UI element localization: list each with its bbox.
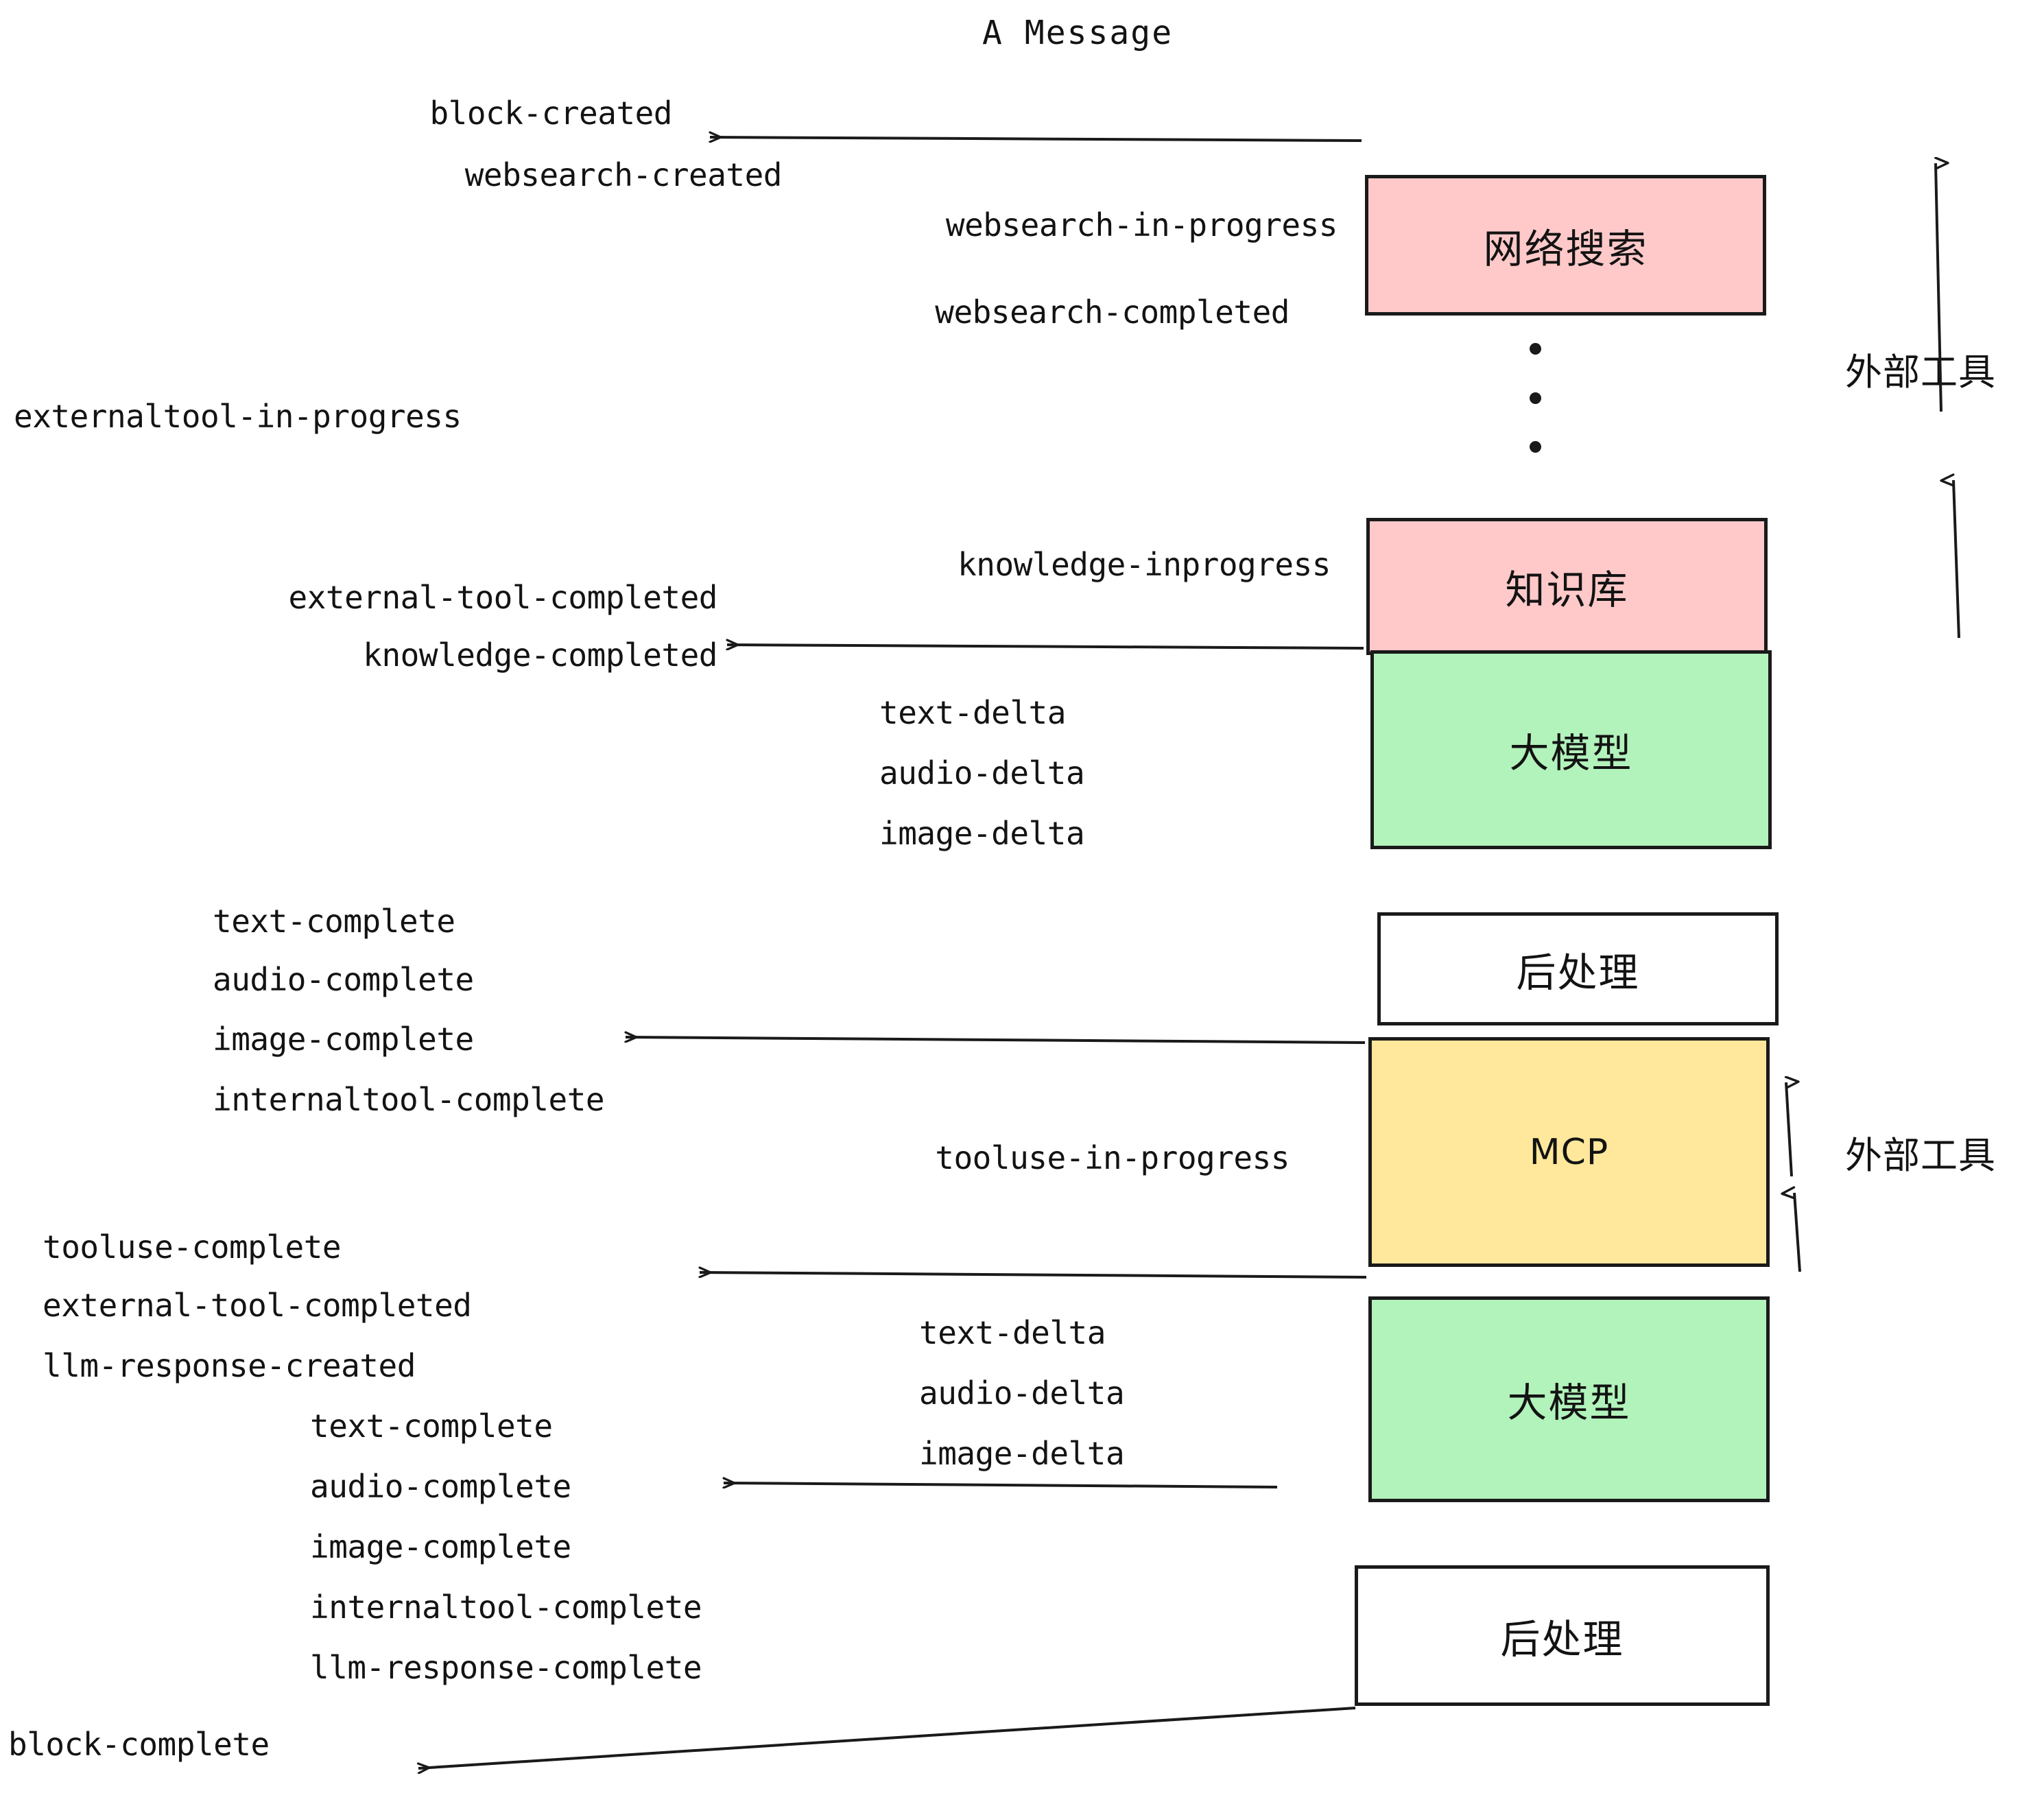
event-label-external-tool-completed-1: external-tool-completed	[288, 579, 718, 616]
event-label-audio-complete-1: audio-complete	[213, 961, 474, 998]
event-label-tooluse-complete: tooluse-complete	[43, 1229, 342, 1266]
arrow-external-tools-top-down	[1953, 480, 1960, 639]
event-label-audio-delta-2: audio-delta	[919, 1375, 1125, 1412]
node-knowledge[interactable]: 知识库	[1366, 518, 1768, 655]
event-label-image-delta-1: image-delta	[879, 815, 1085, 852]
arrow-knowledge-to-knowledge-completed	[727, 645, 1364, 648]
arrow-postprocess-2-to-block-complete	[418, 1707, 1356, 1768]
event-label-internaltool-complete-1: internaltool-complete	[213, 1081, 605, 1118]
event-label-knowledge-inprogress: knowledge-inprogress	[958, 546, 1331, 583]
arrow-external-tools-bottom-down	[1794, 1193, 1801, 1272]
node-postprocess-1-label: 后处理	[1516, 949, 1640, 996]
node-llm-2-label: 大模型	[1507, 1379, 1631, 1426]
node-llm-2[interactable]: 大模型	[1368, 1296, 1770, 1502]
event-label-image-complete-1: image-complete	[213, 1021, 474, 1058]
event-label-externaltool-in-progress: externaltool-in-progress	[14, 398, 462, 435]
event-label-tooluse-in-progress: tooluse-in-progress	[935, 1139, 1290, 1176]
event-label-internaltool-complete-2: internaltool-complete	[310, 1589, 702, 1626]
event-label-block-created: block-created	[429, 95, 672, 132]
event-label-websearch-completed: websearch-completed	[935, 294, 1290, 331]
arrow-postprocess-1-to-image-complete	[626, 1037, 1366, 1044]
event-label-websearch-in-progress: websearch-in-progress	[945, 206, 1338, 244]
node-postprocess-2-label: 后处理	[1500, 1615, 1624, 1663]
event-label-text-complete-1: text-complete	[213, 903, 455, 940]
node-llm-1-label: 大模型	[1509, 730, 1633, 776]
event-label-text-complete-2: text-complete	[310, 1408, 553, 1445]
event-label-audio-complete-2: audio-complete	[310, 1468, 571, 1505]
event-label-image-complete-2: image-complete	[310, 1528, 571, 1565]
arrow-external-tools-bottom-up	[1786, 1082, 1792, 1177]
event-label-image-delta-2: image-delta	[919, 1435, 1125, 1472]
node-knowledge-label: 知识库	[1505, 567, 1629, 613]
event-label-text-delta-1: text-delta	[879, 694, 1066, 731]
event-label-audio-delta-1: audio-delta	[879, 755, 1085, 792]
arrow-websearch-to-block-created	[710, 137, 1362, 141]
node-postprocess-1[interactable]: 后处理	[1377, 912, 1779, 1025]
event-label-llm-response-complete: llm-response-complete	[310, 1649, 702, 1686]
event-label-llm-response-created: llm-response-created	[43, 1347, 416, 1384]
page-title: A Message	[982, 14, 1174, 52]
event-label-external-tool-completed-2: external-tool-completed	[43, 1287, 472, 1324]
node-llm-1[interactable]: 大模型	[1370, 650, 1772, 849]
side-label-external-tools-bottom: 外部工具	[1845, 1134, 1996, 1177]
node-mcp-label: MCP	[1529, 1131, 1609, 1173]
arrow-llm-2-to-audio-complete	[724, 1483, 1278, 1487]
node-mcp[interactable]: MCP	[1368, 1037, 1770, 1267]
node-websearch-label: 网络搜索	[1483, 225, 1648, 272]
event-label-websearch-created: websearch-created	[464, 156, 783, 193]
vertical-ellipsis-icon	[1528, 343, 1542, 453]
event-label-text-delta-2: text-delta	[919, 1314, 1106, 1351]
arrow-mcp-to-tooluse-complete	[700, 1272, 1367, 1279]
node-websearch[interactable]: 网络搜索	[1365, 175, 1766, 316]
event-label-knowledge-completed: knowledge-completed	[363, 637, 717, 674]
side-label-external-tools-top: 外部工具	[1845, 351, 1996, 394]
node-postprocess-2[interactable]: 后处理	[1355, 1565, 1770, 1706]
event-label-block-complete: block-complete	[8, 1726, 270, 1763]
